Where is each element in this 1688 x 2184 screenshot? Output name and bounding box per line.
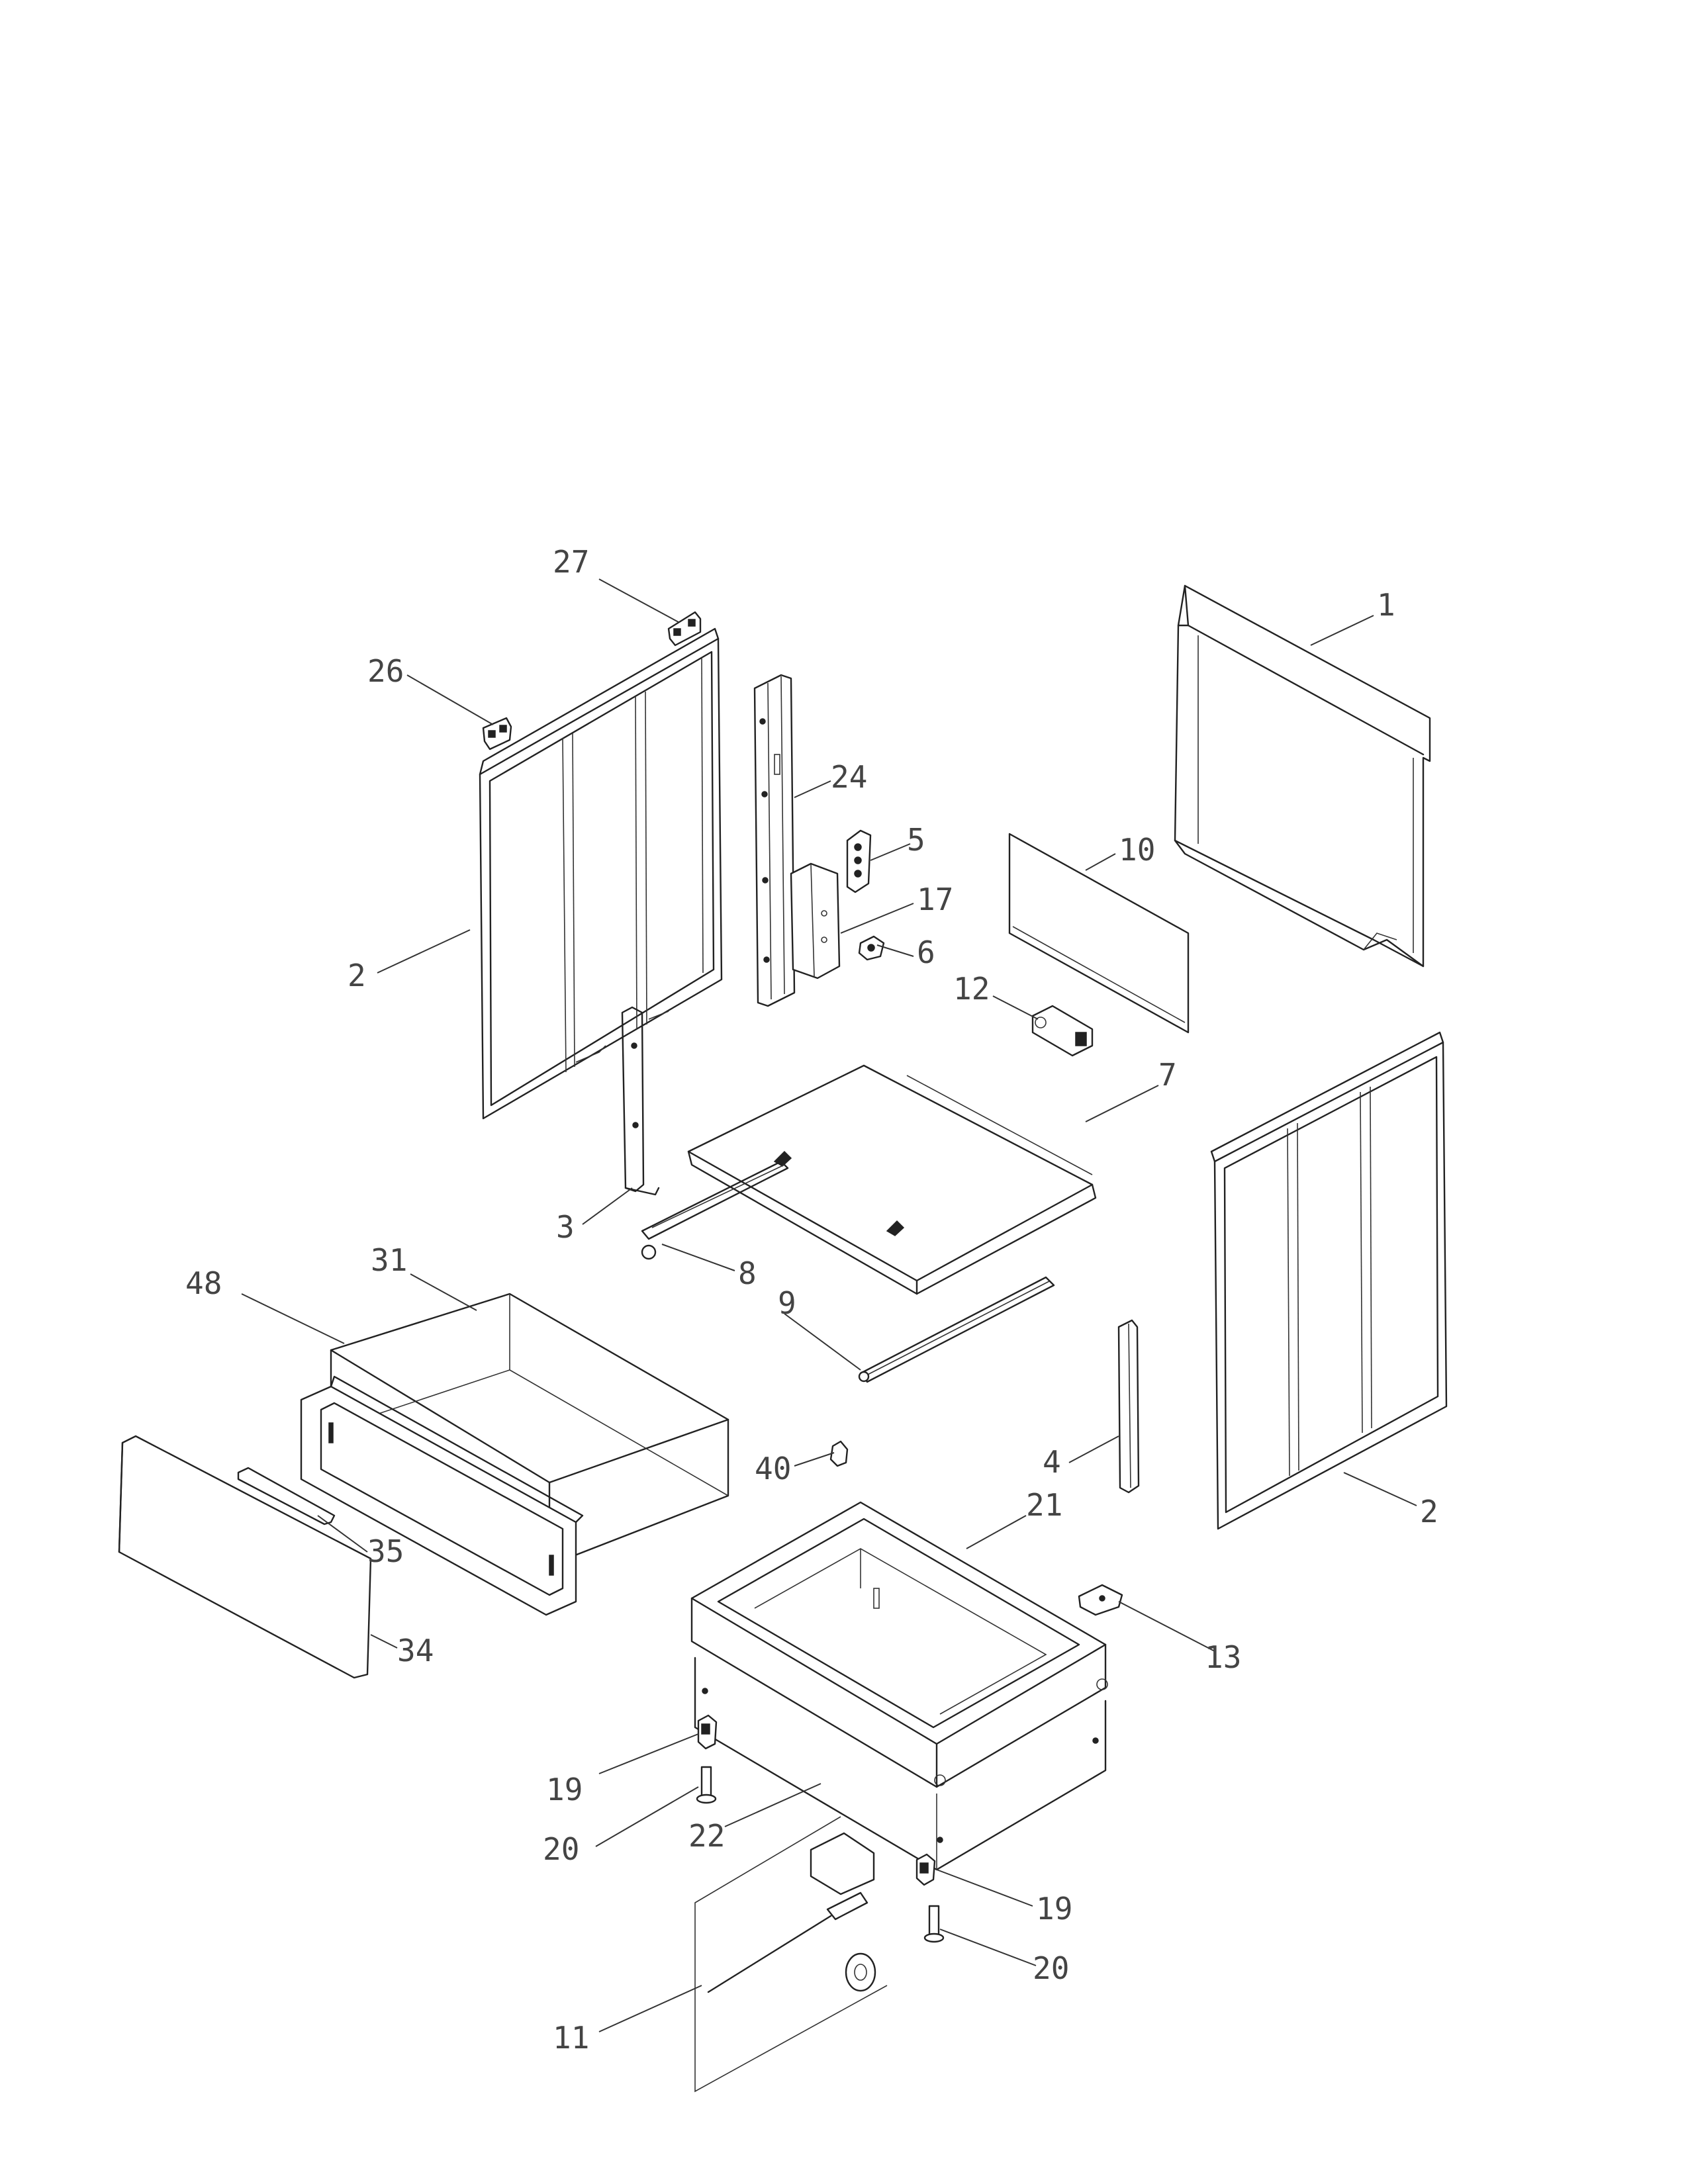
callout-27: 27 [553,544,589,580]
callout-3: 3 [556,1209,575,1245]
part-20-leveler-leg-left [696,1766,717,1804]
callout-7: 7 [1158,1057,1177,1093]
callout-26: 26 [367,653,404,689]
part-5-terminal-block [846,829,872,893]
callout-2-left: 2 [348,958,366,993]
callout-24: 24 [831,759,867,795]
callout-34: 34 [397,1633,434,1668]
callout-2-right: 2 [1420,1494,1438,1529]
callout-21: 21 [1026,1487,1062,1523]
part-19-leveler-bracket-right [915,1853,936,1886]
callout-12: 12 [953,971,990,1007]
part-2-left-side-panel [479,627,723,1120]
part-26-bracket [482,717,512,751]
callout-19-left: 19 [546,1772,583,1807]
callout-20-right: 20 [1033,1950,1069,1986]
part-6-connector [858,935,885,961]
part-20-leveler-leg-right [923,1905,945,1943]
callout-1: 1 [1377,587,1395,623]
part-24-vertical-channel [753,674,796,1007]
leader-lines [241,578,1417,2032]
part-4-vertical-bracket [1117,1319,1140,1494]
part-8-slide-rail [641,1160,789,1260]
part-21-base-frame [690,1501,1108,1788]
part-48-drawer-frame [300,1375,584,1616]
callout-17: 17 [917,882,953,917]
callout-13: 13 [1205,1639,1241,1675]
part-11-anti-tip-assembly [694,1816,888,2093]
callout-48: 48 [185,1265,222,1301]
callout-labels: 27 26 1 24 5 10 17 6 2 12 7 3 8 31 48 9 … [185,544,1438,2056]
callout-40: 40 [755,1451,791,1486]
callout-20-left: 20 [543,1831,579,1867]
part-17-plate [790,862,841,979]
part-22-lower-base [694,1657,1107,1871]
part-3-vertical-bracket [621,1006,660,1196]
callout-11: 11 [553,2020,589,2056]
callout-31: 31 [371,1242,407,1278]
part-13-bracket [1078,1584,1123,1616]
callout-8: 8 [738,1255,757,1291]
part-35-handle [237,1467,336,1525]
callout-35: 35 [367,1533,404,1569]
part-7-shelf [687,1064,1097,1295]
callout-19-right: 19 [1036,1891,1072,1927]
part-34-drawer-front [118,1435,372,1679]
callout-5: 5 [907,822,925,858]
part-2-right-side-panel [1210,1031,1448,1530]
part-12-component [1031,1005,1094,1057]
callout-4: 4 [1043,1444,1061,1480]
callout-6: 6 [917,934,935,970]
part-19-leveler-bracket-left [697,1714,718,1750]
part-1-rear-panel [1174,584,1431,968]
part-27-bracket [667,611,702,647]
part-10-plate [1008,833,1190,1034]
callout-22: 22 [688,1818,725,1854]
part-9-slide-rail [858,1276,1055,1383]
callout-9: 9 [778,1285,796,1321]
callout-10: 10 [1119,832,1155,868]
part-40-clip [829,1440,849,1467]
